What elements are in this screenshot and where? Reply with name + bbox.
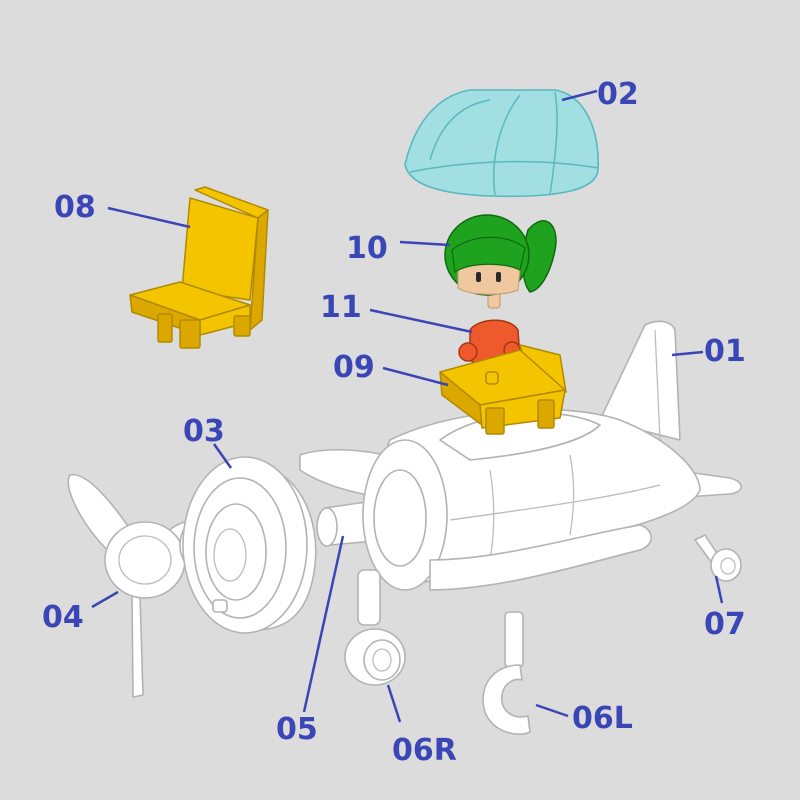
label-02: 02	[597, 77, 639, 112]
label-05: 05	[276, 712, 318, 747]
label-04: 04	[42, 600, 84, 635]
label-09: 09	[333, 350, 375, 385]
label-03: 03	[183, 414, 225, 449]
canopy-part	[404, 89, 599, 198]
leader-03	[212, 443, 233, 469]
leader-06R	[386, 684, 402, 723]
leader-06L	[535, 703, 569, 718]
leader-05	[302, 535, 345, 713]
label-08: 08	[54, 190, 96, 225]
leader-04	[91, 590, 119, 609]
label-06L: 06L	[572, 701, 633, 736]
landing-gear-left-part	[482, 611, 531, 736]
spare-seat-part	[129, 186, 269, 349]
tail-wheel-part	[694, 534, 742, 582]
leader-11	[369, 308, 473, 334]
pilot-head-part	[444, 214, 557, 309]
leader-07	[714, 575, 724, 604]
label-01: 01	[704, 334, 746, 369]
engine-cowling-part	[182, 456, 317, 634]
leader-08	[107, 206, 191, 229]
label-11: 11	[320, 290, 362, 325]
leader-01	[671, 350, 704, 357]
label-10: 10	[346, 231, 388, 266]
leader-lines	[91, 89, 724, 723]
label-07: 07	[704, 607, 746, 642]
leader-09	[382, 366, 449, 387]
leader-02	[561, 89, 598, 102]
label-06R: 06R	[392, 733, 457, 768]
fuselage-part	[299, 320, 743, 591]
part-labels: 02 08 10 11 09 01 03 04 07 06L 05 06R	[42, 77, 746, 768]
landing-gear-right-part	[344, 569, 406, 686]
leader-10	[399, 240, 451, 247]
pilot-seat-part	[439, 344, 567, 435]
